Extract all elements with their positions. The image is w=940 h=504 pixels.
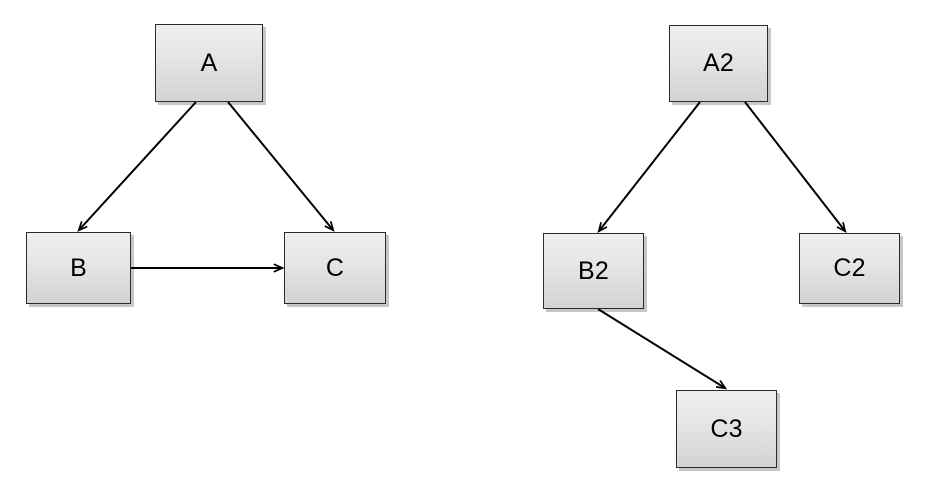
node-label: C2 [833,254,866,282]
edge-a-to-c [227,101,333,230]
node-label: A2 [703,49,734,77]
node-c[interactable]: C [284,232,386,304]
edge-a-to-b [79,101,197,230]
edge-a2-to-b2 [599,101,701,231]
node-c2[interactable]: C2 [799,233,900,304]
node-label: C [325,253,345,282]
node-a2[interactable]: A2 [669,25,768,102]
node-b[interactable]: B [26,232,131,304]
edges-group [79,101,845,388]
edge-a2-to-c2 [744,101,845,231]
node-label: A [200,48,218,77]
edge-b2-to-c3 [597,308,725,388]
node-a[interactable]: A [155,24,263,102]
node-label: B2 [578,256,609,285]
node-c3[interactable]: C3 [676,390,777,468]
node-b2[interactable]: B2 [543,233,644,309]
node-label: C3 [710,414,743,443]
node-label: B [70,253,87,282]
